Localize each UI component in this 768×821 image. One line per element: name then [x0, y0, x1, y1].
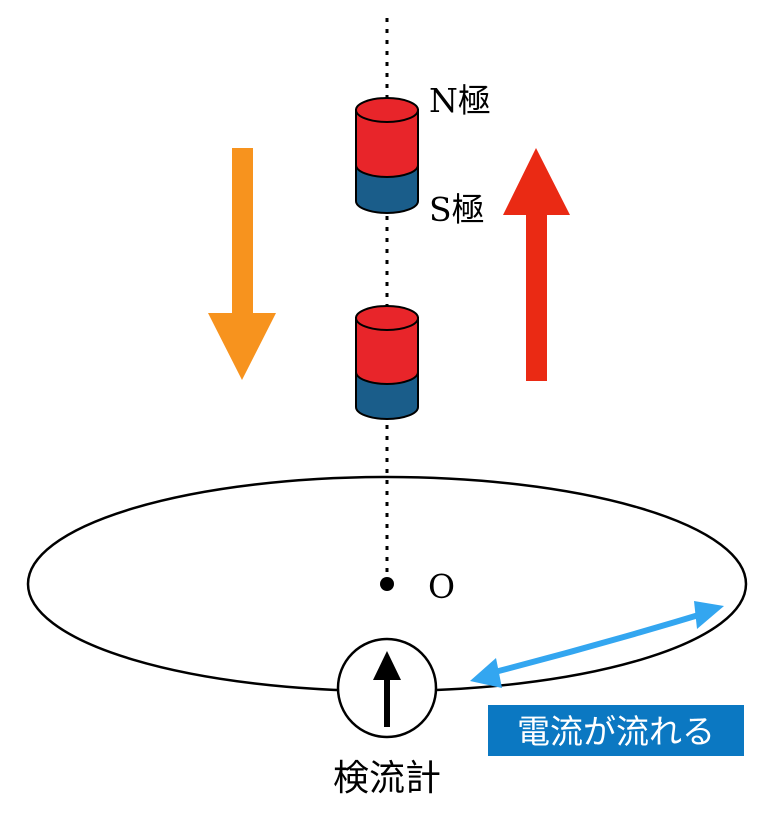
downward-arrow [208, 148, 276, 380]
upward-arrow [503, 148, 570, 381]
center-point-label: O [428, 567, 455, 606]
up-arrow-icon [373, 651, 401, 727]
magnet-upper [355, 97, 419, 214]
north-pole-label: N極 [429, 81, 491, 120]
current-arrow [470, 601, 724, 688]
magnet-upper-north-segment [355, 109, 419, 178]
magnet-lower-south-segment [355, 371, 419, 420]
galvanometer [336, 637, 438, 739]
current-flows-label: 電流が流れる [517, 712, 715, 751]
galvanometer-label: 検流計 [333, 758, 441, 799]
current-flows-badge: 電流が流れる [488, 705, 744, 756]
magnet-lower [355, 305, 419, 420]
magnet-lower-top-face [355, 305, 419, 331]
current-arrow-shaft [484, 608, 715, 677]
magnet-upper-south-segment [355, 164, 419, 214]
south-pole-label: S極 [429, 190, 485, 229]
current-flows-badge-background [488, 705, 744, 756]
current-arrow-head-left [470, 658, 502, 688]
magnet-lower-north-segment [355, 317, 419, 385]
center-dot [380, 577, 394, 591]
current-arrow-head-right [694, 601, 724, 629]
magnet-upper-top-face [355, 97, 419, 123]
